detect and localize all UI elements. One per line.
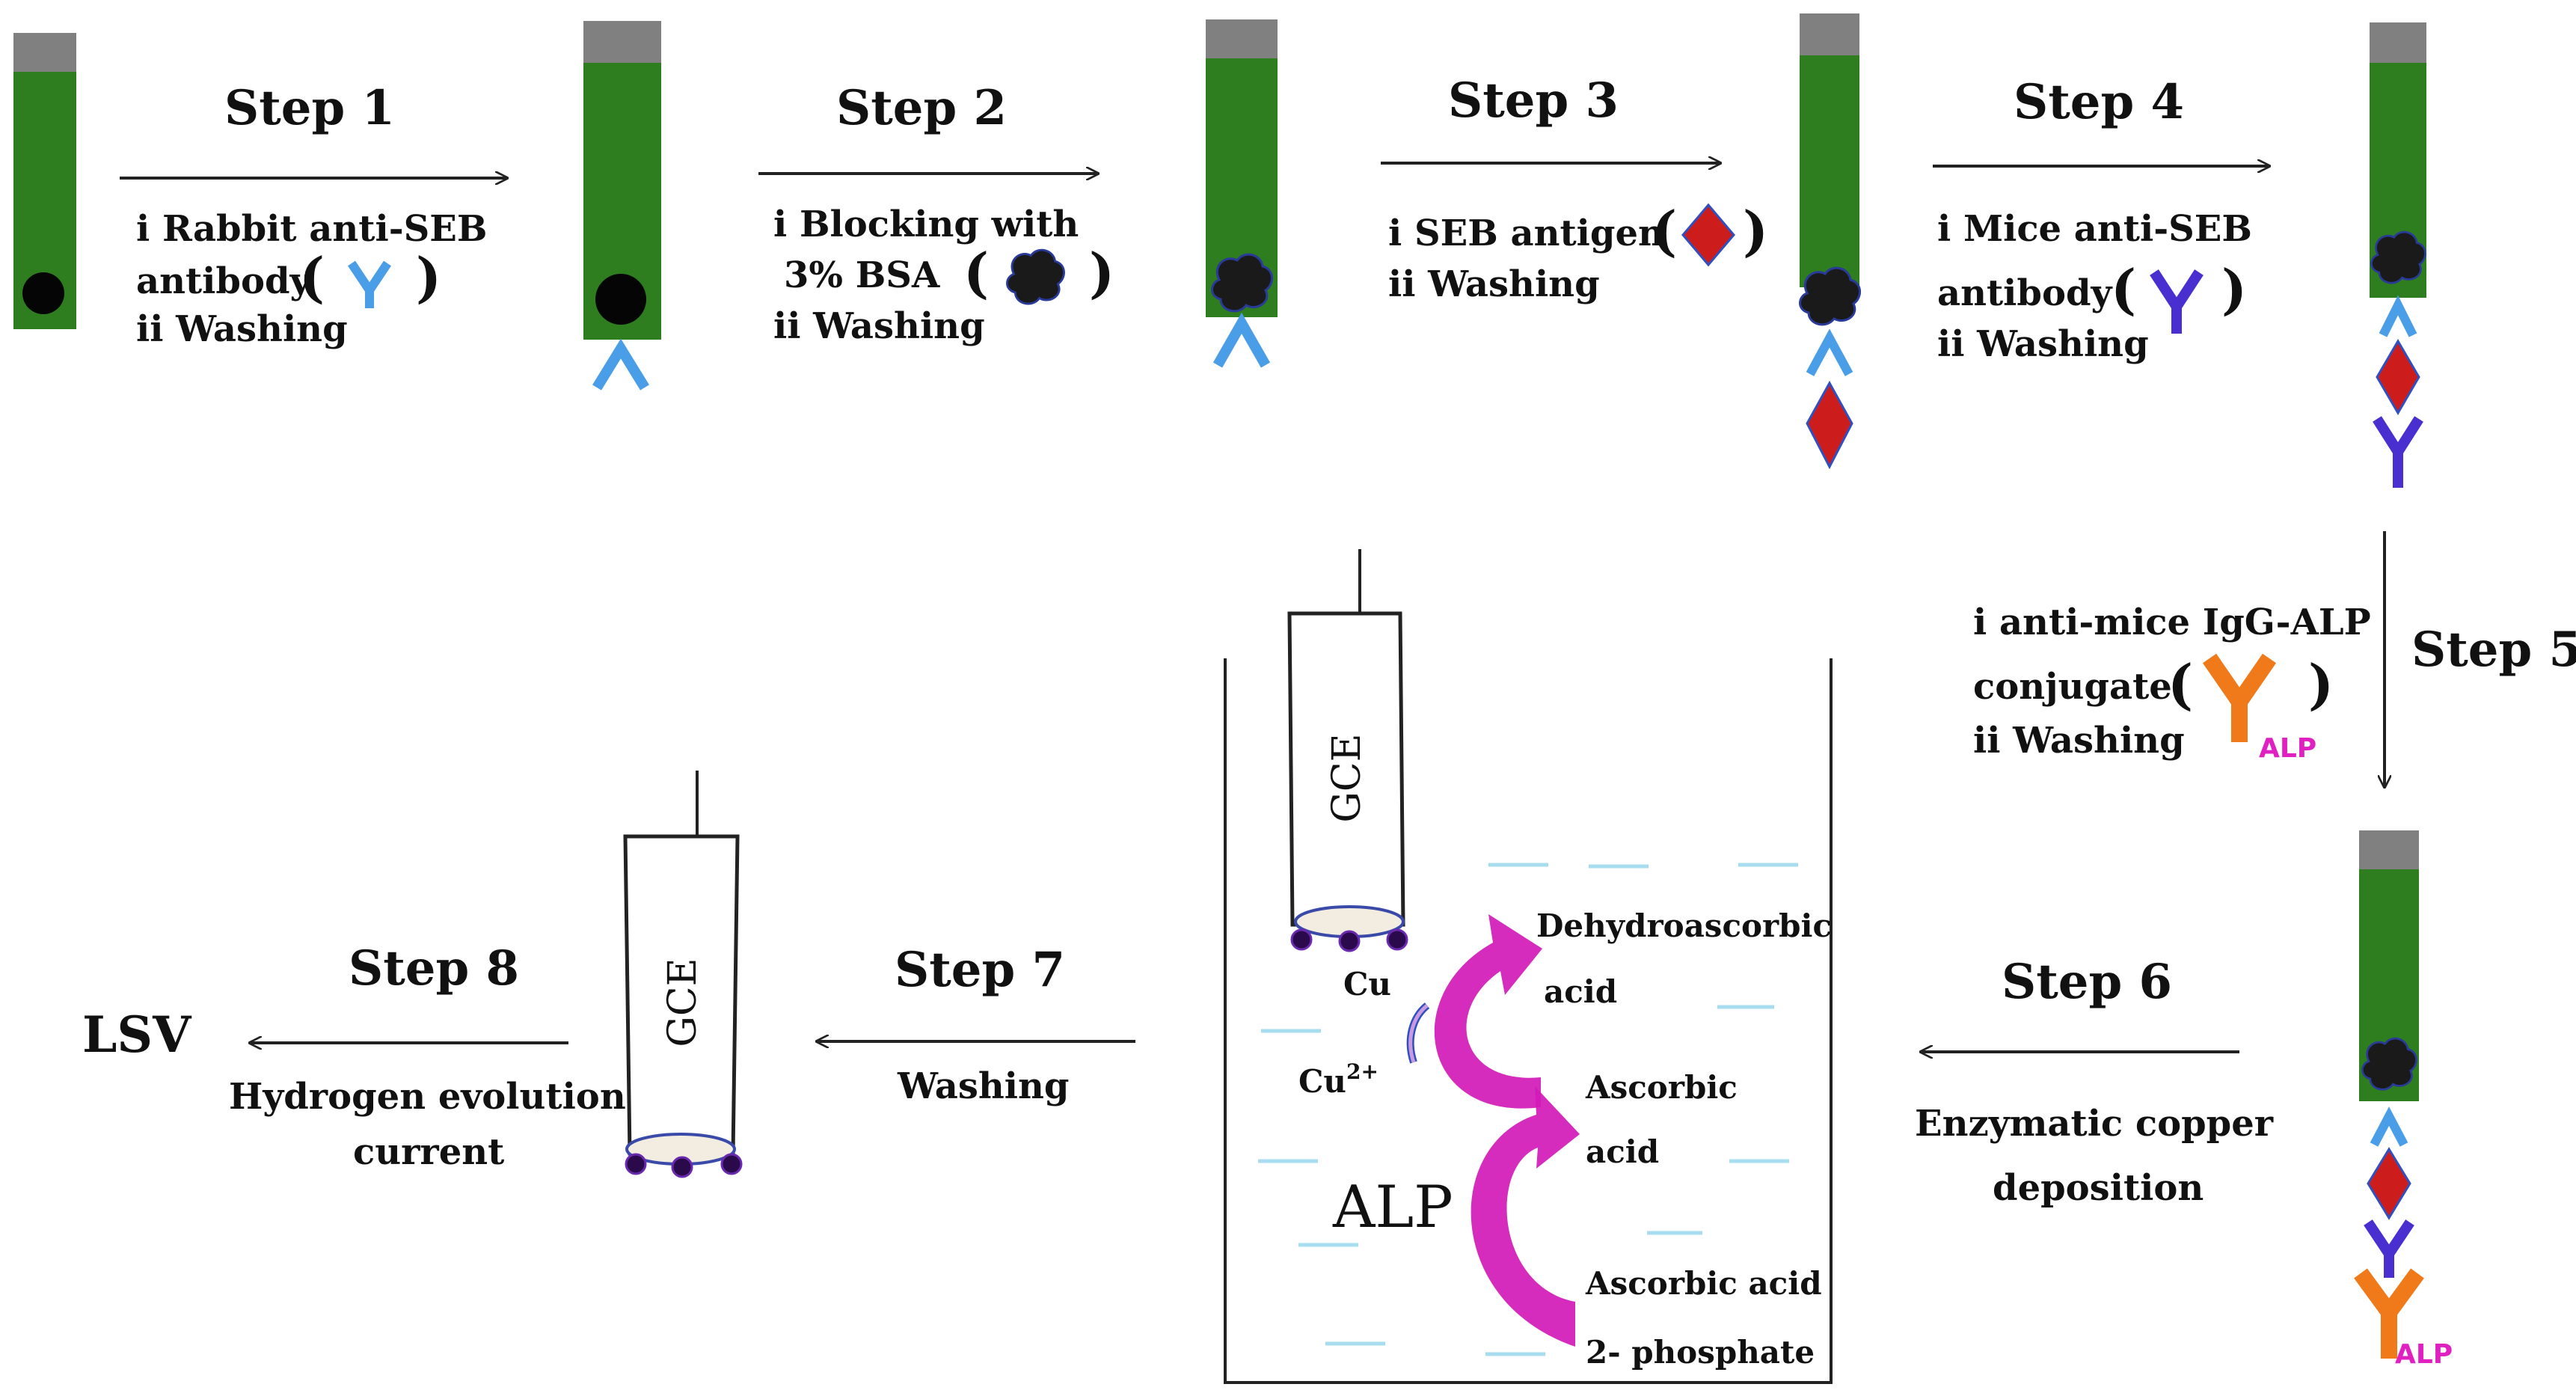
detection-antibody-icon bbox=[2373, 416, 2423, 488]
step5-line3: ii Washing bbox=[1973, 720, 2185, 762]
substrate-line2: 2- phosphate bbox=[1586, 1334, 1815, 1371]
step3-line1: i SEB antigen bbox=[1388, 212, 1664, 254]
step8-line1: Hydrogen evolution bbox=[229, 1076, 626, 1118]
capture-antibody-icon bbox=[2379, 295, 2417, 337]
seb-antigen-icon bbox=[2376, 339, 2420, 415]
step8-label: Step 8 bbox=[349, 940, 519, 996]
electrode-bare bbox=[13, 33, 76, 329]
step3-label: Step 3 bbox=[1448, 73, 1619, 129]
step5-line2: conjugate bbox=[1973, 666, 2172, 708]
lsv-label: LSV bbox=[82, 1005, 192, 1064]
gce-label: GCE bbox=[660, 958, 705, 1047]
electrode-step2 bbox=[1206, 19, 1278, 368]
solution-dashes bbox=[1258, 863, 1798, 1356]
substrate-line1: Ascorbic acid bbox=[1585, 1265, 1822, 1302]
ascorbic-to-dehydro-arrow bbox=[1434, 914, 1542, 1109]
step1-line2: antibody bbox=[136, 260, 313, 302]
product-line2: acid bbox=[1544, 973, 1617, 1010]
alp-conjugate-legend-icon bbox=[2202, 653, 2277, 742]
substrate-to-ascorbic-arrow bbox=[1471, 1086, 1580, 1347]
capture-antibody-icon bbox=[2370, 1106, 2408, 1147]
step7-line1: Washing bbox=[897, 1065, 1069, 1107]
intermediate-line1: Ascorbic bbox=[1585, 1069, 1738, 1106]
step6-line1: Enzymatic copper bbox=[1915, 1103, 2274, 1145]
detection-antibody-icon bbox=[2364, 1219, 2414, 1278]
paren-open: ( bbox=[299, 245, 325, 309]
electrode-step4 bbox=[2370, 22, 2426, 488]
capture-antibody-icon bbox=[1212, 312, 1271, 368]
paren-close: ) bbox=[1743, 199, 1768, 263]
step5-line1: i anti-mice IgG-ALP bbox=[1973, 601, 2371, 643]
gce-electrode-final: GCE bbox=[623, 771, 743, 1178]
step7-label: Step 7 bbox=[895, 942, 1065, 998]
step4-line2: antibody bbox=[1937, 272, 2114, 314]
step6-label: Step 6 bbox=[2002, 954, 2172, 1010]
step1-label: Step 1 bbox=[224, 80, 395, 136]
step5-label: Step 5 bbox=[2411, 622, 2576, 678]
reaction-beaker: GCE Cu Cu2+ Dehydroascorbic acid Ascorbi… bbox=[1224, 549, 1833, 1384]
seb-antigen-icon bbox=[1806, 380, 1853, 470]
electrode-step1 bbox=[583, 21, 661, 391]
step4-line3: ii Washing bbox=[1937, 323, 2149, 365]
bsa-legend-icon bbox=[1006, 248, 1065, 305]
paren-open: ( bbox=[2168, 652, 2193, 716]
alp-conjugate-icon bbox=[2354, 1268, 2424, 1359]
paren-close: ) bbox=[2221, 257, 2247, 321]
paren-open: ( bbox=[1652, 199, 1677, 263]
paren-open: ( bbox=[963, 241, 989, 304]
step6-line2: deposition bbox=[1993, 1167, 2204, 1209]
cu-label: Cu bbox=[1343, 966, 1391, 1002]
step1-line3: ii Washing bbox=[136, 308, 348, 350]
step1-line1: i Rabbit anti-SEB bbox=[136, 208, 487, 250]
step2-line2: 3% BSA bbox=[784, 254, 940, 296]
step4-label: Step 4 bbox=[2014, 74, 2184, 130]
electrode-step3 bbox=[1799, 13, 1862, 470]
cu2-label: Cu2+ bbox=[1298, 1059, 1379, 1100]
alp-enzyme-label: ALP bbox=[1332, 1174, 1453, 1241]
paren-open: ( bbox=[2111, 257, 2136, 321]
detection-antibody-legend-icon bbox=[2150, 269, 2204, 334]
paren-close: ) bbox=[2308, 652, 2334, 716]
step8-line2: current bbox=[353, 1131, 504, 1173]
step2-label: Step 2 bbox=[836, 80, 1007, 136]
seb-antigen-legend-icon bbox=[1681, 203, 1735, 267]
alp-tag: ALP bbox=[2395, 1339, 2453, 1370]
capture-antibody-icon bbox=[592, 338, 649, 391]
step2-line1: i Blocking with bbox=[773, 203, 1079, 245]
step3-line2: ii Washing bbox=[1388, 263, 1600, 305]
step4-line1: i Mice anti-SEB bbox=[1937, 208, 2252, 250]
alp-tag: ALP bbox=[2259, 733, 2316, 764]
capture-antibody-legend-icon bbox=[348, 260, 391, 308]
paren-close: ) bbox=[1089, 241, 1114, 304]
step2-line3: ii Washing bbox=[773, 305, 985, 347]
intermediate-line2: acid bbox=[1586, 1133, 1659, 1170]
paren-close: ) bbox=[416, 245, 441, 309]
gce-label: GCE bbox=[1325, 733, 1370, 822]
product-line1: Dehydroascorbic bbox=[1536, 907, 1832, 944]
capture-antibody-icon bbox=[1806, 328, 1853, 376]
seb-antigen-icon bbox=[2367, 1147, 2411, 1220]
electrode-step5: ALP bbox=[2354, 830, 2453, 1370]
